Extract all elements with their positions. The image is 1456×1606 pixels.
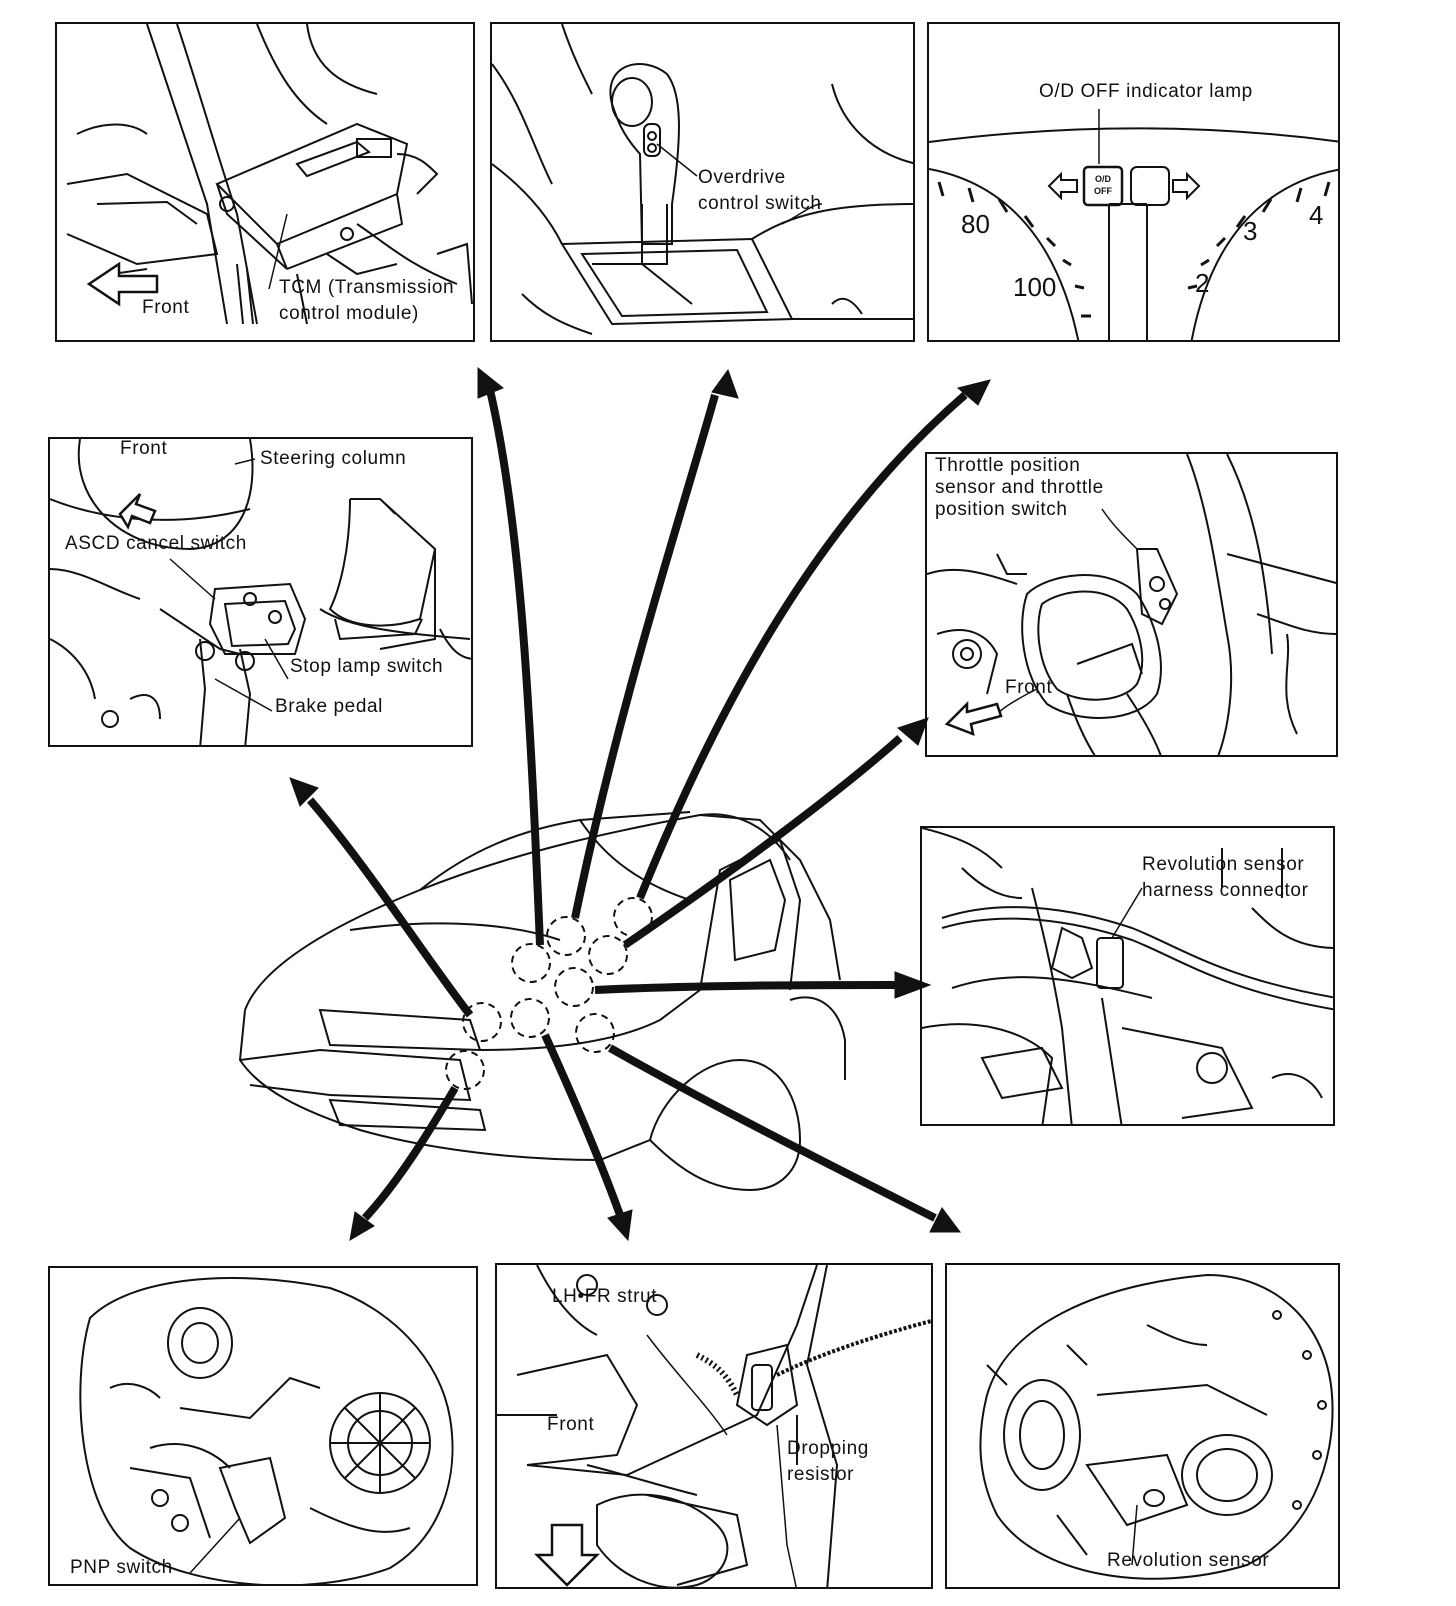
strut-area-illustration xyxy=(497,1265,931,1587)
panel-overdrive-switch: Overdrive control switch xyxy=(490,22,915,342)
tcm-label-line1: TCM (Transmission xyxy=(279,277,455,298)
panel-od-off-lamp: O/D OFF indicator lamp O/D OFF 80 100 2 … xyxy=(927,22,1340,342)
dropping-resistor-label-line2: resistor xyxy=(787,1464,855,1485)
pedal-area-illustration xyxy=(50,439,471,745)
arrow-to-tcm xyxy=(486,389,544,946)
arrow-to-rev-sensor xyxy=(608,1044,937,1222)
callout-arrows xyxy=(289,366,991,1242)
overdrive-label-line1: Overdrive xyxy=(698,167,786,188)
lamp-od-text: O/D xyxy=(1094,174,1111,184)
tcm-illustration xyxy=(66,24,473,325)
arrowhead xyxy=(894,971,932,999)
panel-steering-stop-lamp: Front Steering column ASCD cancel switch… xyxy=(48,437,473,747)
rpm-2-label: 2 xyxy=(1195,268,1210,298)
harness-illustration xyxy=(922,828,1333,1124)
arrowhead xyxy=(956,379,991,406)
panel-pnp-switch: PNP switch xyxy=(48,1266,478,1586)
od-off-lamp-icon xyxy=(1082,165,1124,207)
panel-dropping-resistor: LH•FR strut Front Dropping resistor xyxy=(495,1263,933,1589)
arrowhead xyxy=(289,777,319,807)
tcm-label-line2: control module) xyxy=(279,303,419,324)
rev-harness-label-line2: harness connector xyxy=(1142,880,1309,901)
arrowhead xyxy=(349,1211,375,1241)
location-marker xyxy=(554,967,594,1007)
revolution-sensor-label: Revolution sensor xyxy=(1107,1550,1270,1571)
arrowhead xyxy=(929,1207,961,1233)
panel-revolution-sensor: Revolution sensor xyxy=(945,1263,1340,1589)
front-arrow-icon xyxy=(118,493,157,530)
front-label: Front xyxy=(1005,677,1053,698)
front-label: Front xyxy=(547,1414,595,1435)
arrow-to-overdrive xyxy=(571,393,719,919)
arrowhead xyxy=(477,366,504,399)
location-marker xyxy=(588,935,628,975)
brake-pedal-label: Brake pedal xyxy=(275,696,384,717)
front-label: Front xyxy=(142,297,190,318)
location-marker xyxy=(462,1002,502,1042)
rev-harness-label-line1: Revolution sensor xyxy=(1142,854,1305,875)
arrow-to-dropping-resistor xyxy=(541,1033,624,1217)
panel-tcm: Front TCM (Transmission control module) xyxy=(55,22,475,342)
overdrive-label-line2: control switch xyxy=(698,193,822,214)
throttle-label-line2: sensor and throttle xyxy=(935,477,1104,498)
transmission-pnp-illustration xyxy=(79,1277,454,1584)
panel-revolution-sensor-harness: Revolution sensor harness connector xyxy=(920,826,1335,1126)
instrument-cluster-illustration xyxy=(929,109,1338,340)
od-off-lamp-title: O/D OFF indicator lamp xyxy=(1039,81,1253,102)
arrow-to-pnp xyxy=(362,1085,459,1221)
ascd-cancel-switch-label: ASCD cancel switch xyxy=(65,533,247,554)
panel-throttle-position-sensor: Throttle position sensor and throttle po… xyxy=(925,452,1338,757)
arrowhead xyxy=(607,1209,633,1242)
arrow-to-rev-harness xyxy=(594,981,896,994)
transaxle-illustration xyxy=(979,1273,1334,1580)
shifter-illustration xyxy=(492,24,913,335)
arrow-to-throttle xyxy=(622,735,903,949)
front-label: Front xyxy=(120,438,168,459)
stop-lamp-switch-label: Stop lamp switch xyxy=(290,656,444,677)
pnp-switch-label: PNP switch xyxy=(70,1557,173,1578)
arrowhead xyxy=(711,368,739,399)
lamp-off-text: OFF xyxy=(1094,186,1112,196)
front-arrow-icon xyxy=(533,1523,601,1587)
front-arrow-icon xyxy=(944,700,1003,736)
location-marker xyxy=(510,998,550,1038)
throttle-body-illustration xyxy=(927,454,1336,755)
dropping-resistor-label-line1: Dropping xyxy=(787,1438,869,1459)
throttle-label-line1: Throttle position xyxy=(935,455,1081,476)
arrow-to-od-lamp xyxy=(636,391,968,900)
front-arrow-icon xyxy=(86,261,159,307)
rpm-3-label: 3 xyxy=(1243,216,1258,246)
arrowhead xyxy=(897,717,929,746)
location-marker xyxy=(546,916,586,956)
location-marker xyxy=(445,1050,485,1090)
location-marker xyxy=(511,943,551,983)
car-outline-illustration xyxy=(238,811,846,1192)
location-marker xyxy=(575,1013,615,1053)
arrow-to-steering xyxy=(306,797,474,1018)
speed-80-label: 80 xyxy=(961,209,990,239)
lh-fr-strut-label: LH•FR strut xyxy=(552,1286,658,1307)
steering-column-label: Steering column xyxy=(260,448,407,469)
rpm-4-label: 4 xyxy=(1309,200,1324,230)
throttle-label-line3: position switch xyxy=(935,499,1068,520)
speed-100-label: 100 xyxy=(1013,272,1057,302)
location-markers xyxy=(445,897,653,1090)
